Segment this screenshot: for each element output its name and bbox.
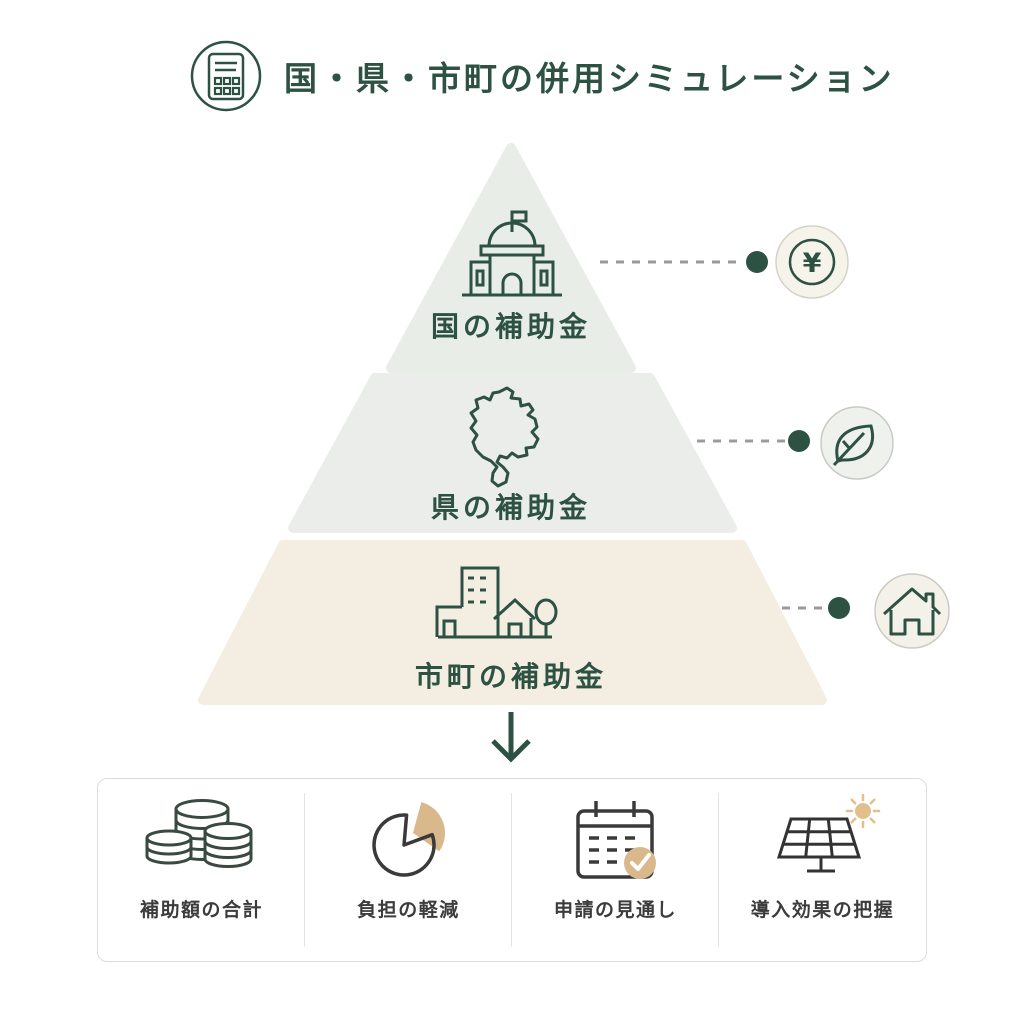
tier-label-municipal: 市町の補助金 — [414, 660, 607, 693]
connector-dot — [746, 251, 768, 273]
benefit-item-effect-tracking: 導入効果の把握 — [719, 779, 926, 961]
calculator-icon — [190, 40, 262, 112]
benefit-item-total-subsidy: 補助額の合計 — [98, 779, 305, 961]
benefit-label: 導入効果の把握 — [750, 899, 895, 921]
benefits-panel: 補助額の合計 負担の軽減 申請の見通し — [97, 778, 927, 962]
leaf-icon — [820, 406, 894, 480]
sun-icon — [845, 793, 880, 829]
yen-icon: ¥ — [775, 225, 849, 299]
connector-prefecture — [697, 430, 810, 452]
check-mark — [629, 853, 651, 871]
benefit-label: 申請の見通し — [553, 899, 677, 921]
connector-national — [600, 251, 768, 273]
tier-label-prefecture: 県の補助金 — [430, 491, 591, 524]
check-circle — [623, 847, 656, 879]
benefit-label: 負担の軽減 — [357, 899, 460, 921]
pyramid-tier-national — [386, 143, 636, 373]
yen-symbol: ¥ — [803, 248, 822, 279]
connector-municipal — [782, 597, 850, 619]
connector-dot — [788, 430, 810, 452]
tier-label-national: 国の補助金 — [430, 310, 591, 343]
pie-chart-icon — [371, 802, 445, 877]
benefit-item-application-outlook: 申請の見通し — [512, 779, 719, 961]
city-buildings-icon — [435, 566, 558, 639]
benefit-label: 補助額の合計 — [139, 899, 263, 921]
benefit-item-burden-reduction: 負担の軽減 — [305, 779, 512, 961]
government-building-icon — [462, 210, 562, 297]
coins-icon — [145, 799, 252, 868]
solar-panel-icon — [776, 793, 880, 873]
down-arrow-icon — [491, 712, 531, 763]
page-title: 国・県・市町の併用シミュレーション — [284, 59, 895, 98]
connector-dot — [828, 597, 850, 619]
house-icon — [874, 573, 950, 649]
header: 国・県・市町の併用シミュレーション — [190, 40, 895, 112]
prefecture-map-icon — [469, 386, 540, 488]
calendar-check-icon — [575, 801, 656, 879]
